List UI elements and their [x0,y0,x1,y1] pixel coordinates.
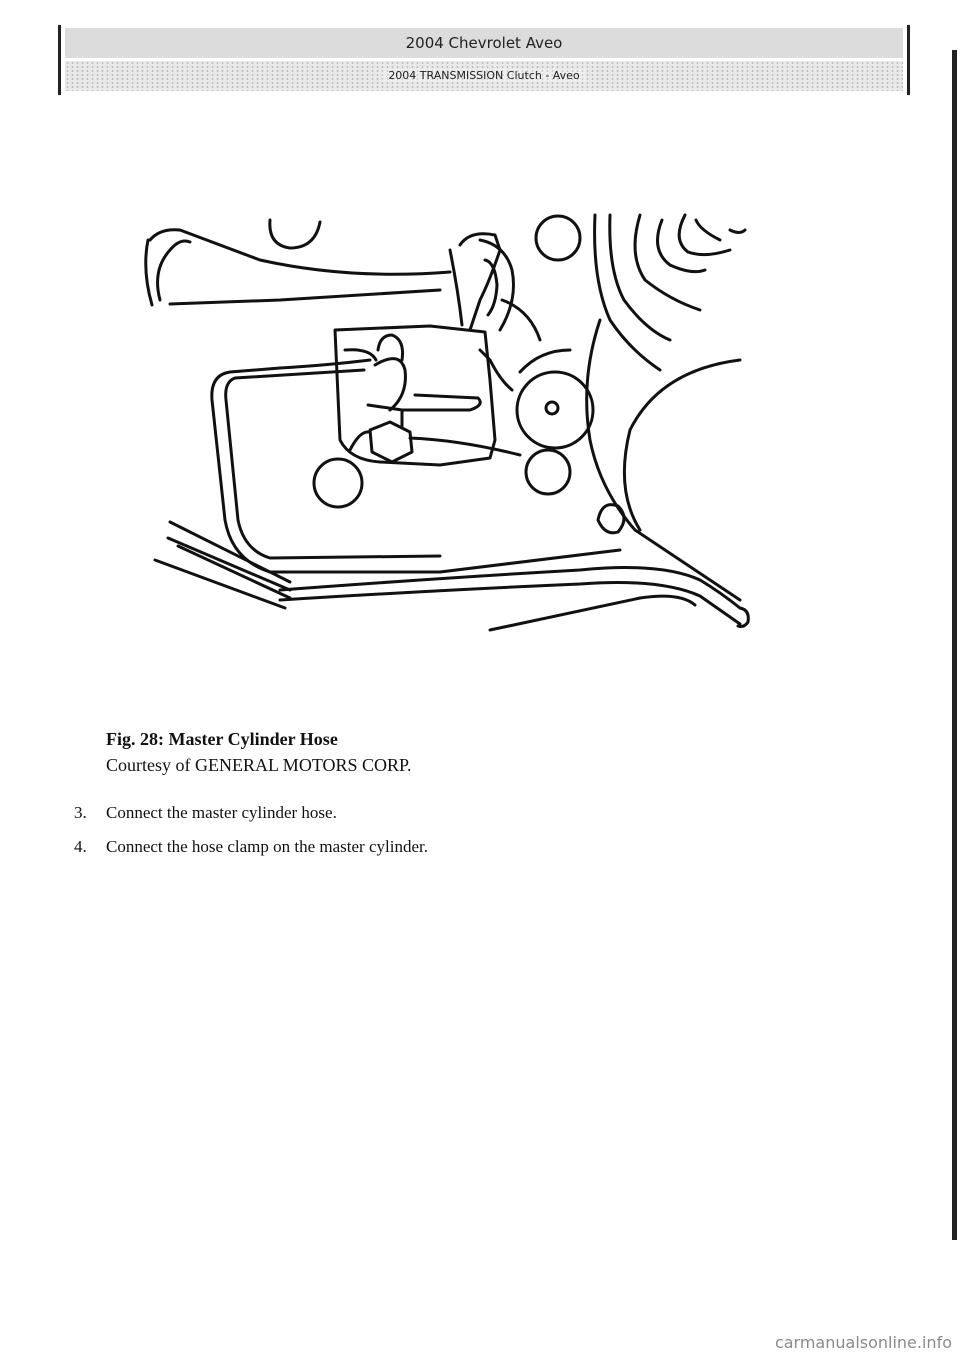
document-subtitle: 2004 TRANSMISSION Clutch - Aveo [382,69,586,82]
page-edge-bar [952,50,957,1240]
list-item: 3. Connect the master cylinder hose. [74,796,428,830]
step-number: 3. [74,803,87,822]
figure-caption: Fig. 28: Master Cylinder Hose Courtesy o… [106,726,412,778]
document-subtitle-bar: 2004 TRANSMISSION Clutch - Aveo [65,61,903,91]
watermark: carmanualsonline.info [774,1333,952,1352]
figure-credit: Courtesy of GENERAL MOTORS CORP. [106,755,412,775]
document-title: 2004 Chevrolet Aveo [65,28,903,58]
step-text: Connect the master cylinder hose. [106,803,337,822]
master-cylinder-hose-illustration [140,200,780,650]
step-text: Connect the hose clamp on the master cyl… [106,837,428,856]
step-number: 4. [74,837,87,856]
list-item: 4. Connect the hose clamp on the master c… [74,830,428,864]
page-header: 2004 Chevrolet Aveo 2004 TRANSMISSION Cl… [58,25,910,95]
figure-title: Fig. 28: Master Cylinder Hose [106,729,338,749]
procedure-steps: 3. Connect the master cylinder hose. 4. Co… [74,796,428,864]
